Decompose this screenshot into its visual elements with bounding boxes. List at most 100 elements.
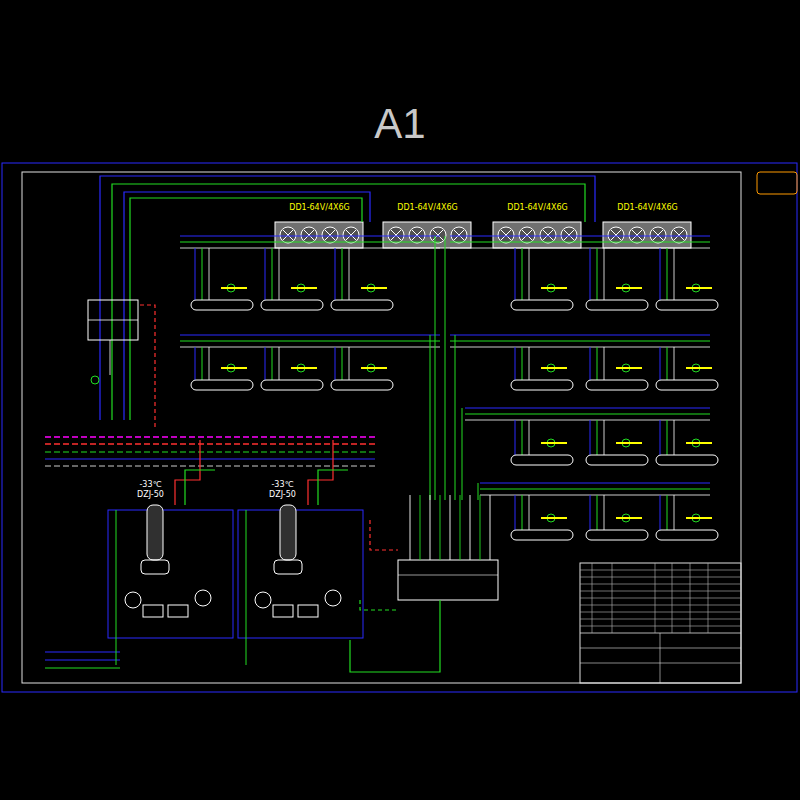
evaporator-coil	[656, 380, 718, 390]
pipe-line	[522, 347, 523, 380]
pipe-line	[450, 235, 710, 236]
pipe-line	[180, 347, 440, 348]
coil-tag	[686, 287, 712, 289]
pipe-line	[674, 248, 675, 300]
pipe-line	[45, 458, 375, 459]
pipe-line	[45, 451, 375, 452]
pipe-line	[667, 495, 668, 530]
pipe-line	[88, 320, 138, 321]
condenser-unit	[275, 222, 363, 248]
pipe-line	[660, 495, 661, 530]
fan-blade	[674, 230, 684, 240]
pipe-line	[180, 235, 440, 236]
pipe-line	[308, 440, 333, 505]
pipe-line	[116, 510, 117, 665]
separator-vessel	[147, 505, 163, 560]
fan-symbol	[409, 227, 425, 243]
pipe-line	[110, 340, 111, 375]
stamp-box	[757, 172, 797, 194]
coil-tag	[541, 442, 567, 444]
fan-blade	[391, 230, 401, 240]
pipe-line	[272, 347, 273, 380]
fan-symbol	[451, 227, 467, 243]
pipe-line	[660, 347, 661, 380]
table-rule	[660, 633, 661, 683]
fan-symbol	[301, 227, 317, 243]
pipe-line	[45, 659, 120, 660]
fan-blade	[501, 230, 511, 240]
pipe-line	[209, 347, 210, 380]
evaporator-coil	[261, 380, 323, 390]
pipe-line	[597, 347, 598, 380]
pipe-line	[130, 198, 362, 420]
fan-symbol	[388, 227, 404, 243]
pipe-line	[202, 347, 203, 380]
pipe-line	[370, 520, 398, 550]
pipe-line	[465, 413, 710, 414]
table-rule	[672, 563, 673, 633]
pipe-line	[674, 495, 675, 530]
pipe-line	[667, 248, 668, 300]
condenser-unit	[383, 222, 471, 248]
pipe-line	[455, 335, 456, 500]
pipe-line	[335, 248, 336, 300]
pipe-line	[180, 340, 440, 341]
pipe-line	[279, 347, 280, 380]
pipe-line	[590, 420, 591, 455]
pipe-line	[604, 347, 605, 380]
table-rule	[580, 570, 741, 571]
fan-blade	[391, 230, 401, 240]
pipe-line	[515, 347, 516, 380]
fan-blade	[653, 230, 663, 240]
fan-blade	[304, 230, 314, 240]
fan-symbol	[671, 227, 687, 243]
pipe-line	[180, 334, 440, 335]
pipe-line	[597, 420, 598, 455]
pipe-line	[660, 420, 661, 455]
coil-tag	[686, 442, 712, 444]
table-rule	[580, 591, 741, 592]
compressor-symbol	[195, 590, 211, 606]
coil-tag	[361, 367, 387, 369]
separator-vessel	[280, 505, 296, 560]
fan-blade	[543, 230, 553, 240]
fan-blade	[283, 230, 293, 240]
fan-blade	[304, 230, 314, 240]
fan-symbol	[322, 227, 338, 243]
label-text: DD1-64V/4X6G	[504, 203, 571, 213]
evaporator-coil	[331, 380, 393, 390]
pipe-line	[180, 241, 440, 242]
unit-frame	[238, 510, 363, 638]
fan-blade	[454, 230, 464, 240]
coil-tag	[361, 287, 387, 289]
coil-tag	[616, 442, 642, 444]
fan-symbol	[343, 227, 359, 243]
pipe-line	[410, 495, 411, 560]
pipe-line	[597, 495, 598, 530]
pipe-line	[246, 510, 247, 665]
title-block	[580, 563, 741, 683]
pipe-line	[140, 305, 155, 430]
pipe-line	[597, 248, 598, 300]
pipe-line	[450, 340, 710, 341]
evaporator-coil	[511, 380, 573, 390]
pipe-line	[460, 495, 461, 560]
pump-box	[298, 605, 318, 617]
pipe-line	[480, 488, 710, 489]
pump-box	[143, 605, 163, 617]
pipe-line	[440, 495, 441, 560]
pipe-line	[430, 495, 431, 560]
pipe-line	[335, 347, 336, 380]
table-rule	[655, 563, 656, 633]
fan-blade	[611, 230, 621, 240]
pipe-line	[195, 248, 196, 300]
pipe-line	[515, 420, 516, 455]
fan-symbol	[650, 227, 666, 243]
oil-vessel	[274, 560, 302, 574]
label-text: DZJ-50	[134, 490, 167, 500]
pipe-line	[522, 495, 523, 530]
fan-blade	[632, 230, 642, 240]
pipe-line	[45, 436, 375, 437]
evaporator-coil	[261, 300, 323, 310]
pipe-line	[445, 236, 446, 500]
